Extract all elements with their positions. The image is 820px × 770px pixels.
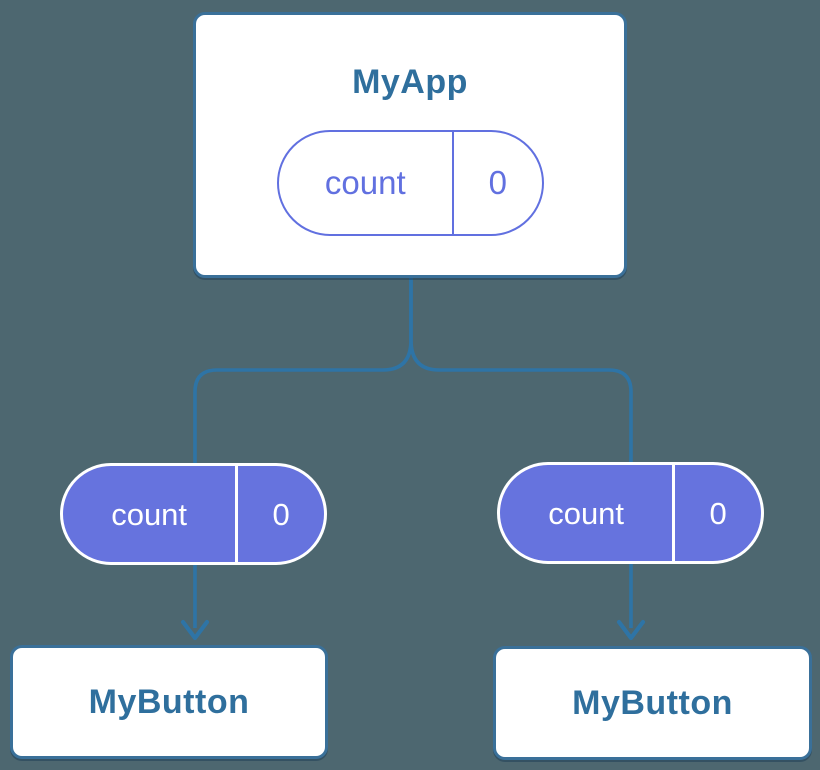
state-value: 0 bbox=[488, 164, 507, 202]
arrow-down-icon bbox=[616, 619, 646, 641]
component-title: MyButton bbox=[88, 682, 250, 721]
state-value: 0 bbox=[272, 496, 290, 532]
state-value: 0 bbox=[709, 495, 727, 531]
component-node-mybutton-left: MyButton bbox=[10, 645, 328, 759]
component-title: MyApp bbox=[352, 63, 468, 101]
component-title: MyButton bbox=[572, 683, 733, 722]
state-label: count bbox=[63, 466, 239, 562]
component-node-myapp: MyApp count 0 bbox=[193, 12, 627, 278]
state-pill-root: count 0 bbox=[276, 129, 544, 236]
state-label: count bbox=[279, 131, 455, 234]
branch-line-left bbox=[193, 278, 413, 628]
state-pill-right-child: count 0 bbox=[497, 462, 764, 564]
component-node-mybutton-right: MyButton bbox=[493, 646, 812, 760]
state-pill-left-child: count 0 bbox=[60, 463, 327, 565]
state-label: count bbox=[500, 465, 676, 561]
branch-line-right bbox=[409, 278, 633, 628]
arrow-down-icon bbox=[180, 619, 210, 641]
